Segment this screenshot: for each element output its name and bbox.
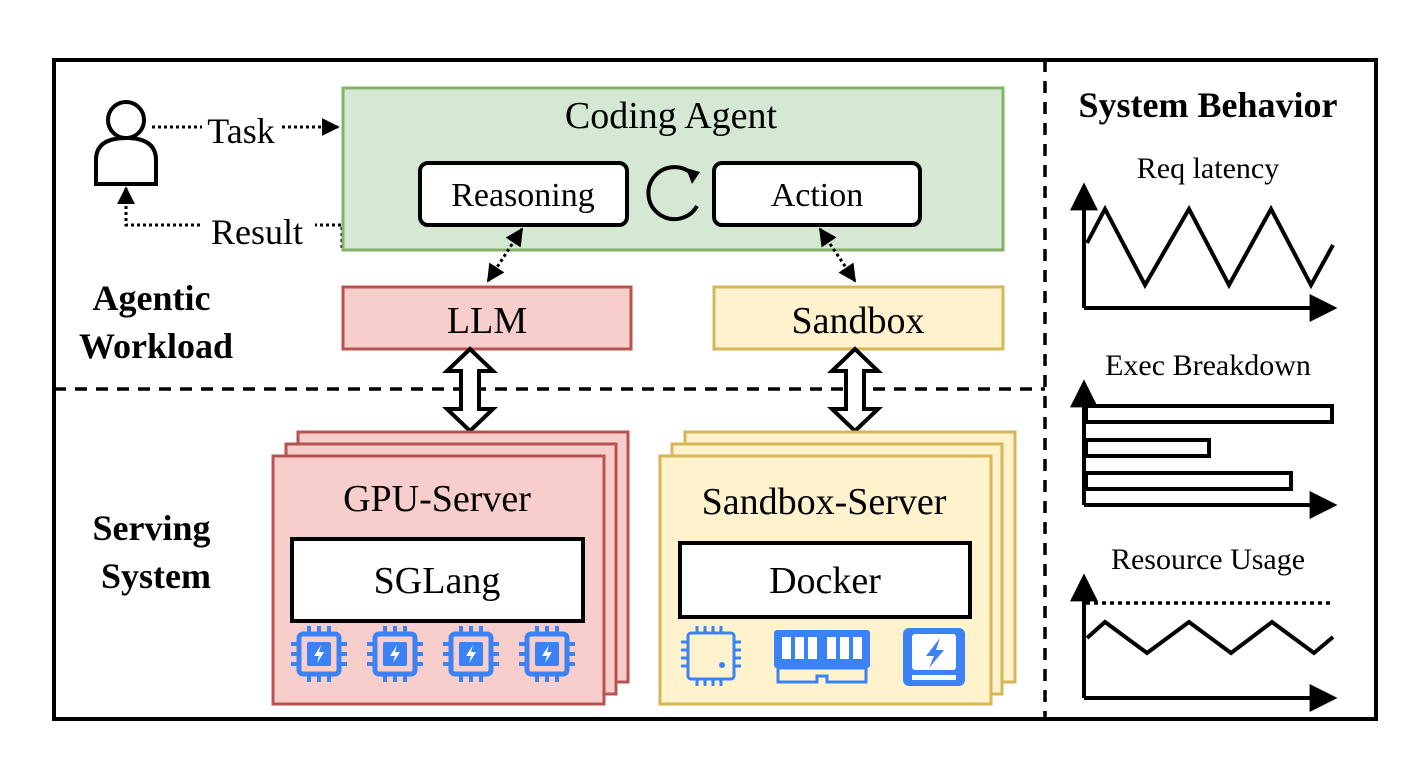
- llm-label: LLM: [447, 300, 527, 342]
- result-label: Result: [211, 212, 303, 252]
- gpu-chip-icon: [443, 626, 499, 682]
- loop-icon: [646, 165, 700, 222]
- reasoning-box: [418, 161, 629, 227]
- req-latency-chart: [1070, 182, 1338, 322]
- gpu-chip-icon: [519, 626, 575, 682]
- sglang-box: [290, 537, 585, 623]
- reasoning-llm-arrow: [486, 227, 524, 283]
- workload-label: Workload: [79, 326, 233, 366]
- serving-label: Serving: [92, 508, 210, 548]
- memory-icon: [774, 630, 870, 684]
- exec-bar: [1084, 438, 1211, 458]
- docker-box: [678, 541, 972, 619]
- result-arrow: [117, 186, 200, 227]
- exec-breakdown-chart: [1070, 379, 1338, 519]
- docker-label: Docker: [769, 560, 881, 602]
- gpu-chip-icon: [367, 626, 423, 682]
- system-label: System: [101, 556, 211, 596]
- gpu-chip-icon: [291, 626, 347, 682]
- exec-bar: [1084, 471, 1293, 491]
- req-latency-label: Req latency: [1137, 152, 1279, 185]
- action-label: Action: [771, 177, 864, 214]
- exec-breakdown-label: Exec Breakdown: [1105, 349, 1311, 382]
- coding-agent-title: Coding Agent: [565, 95, 778, 137]
- result-arrow: [315, 223, 344, 248]
- reasoning-label: Reasoning: [451, 177, 595, 214]
- sglang-label: SGLang: [374, 560, 501, 602]
- ssd-icon: [903, 628, 965, 686]
- resource-usage-label: Resource Usage: [1111, 543, 1305, 576]
- action-box: [712, 161, 922, 227]
- user-icon: [94, 100, 158, 186]
- llm-box: [341, 285, 633, 351]
- cpu-icon: [681, 626, 741, 686]
- serving-system-label: Serving System: [92, 508, 219, 596]
- sandbox-label: Sandbox: [792, 300, 925, 342]
- resource-usage-chart: [1070, 573, 1338, 712]
- action-sandbox-arrow: [818, 227, 857, 283]
- task-label: Task: [207, 111, 274, 151]
- gpu-server-title: GPU-Server: [343, 478, 531, 520]
- req-latency-line: [1085, 204, 1335, 290]
- system-behavior-title: System Behavior: [1079, 85, 1338, 125]
- exec-bar: [1084, 404, 1334, 424]
- sandbox-server-title: Sandbox-Server: [702, 481, 947, 523]
- resource-usage-line: [1085, 619, 1335, 656]
- sandbox-box: [712, 285, 1005, 351]
- agentic-workload-label: Agentic Workload: [79, 278, 233, 366]
- agentic-label: Agentic: [93, 278, 211, 318]
